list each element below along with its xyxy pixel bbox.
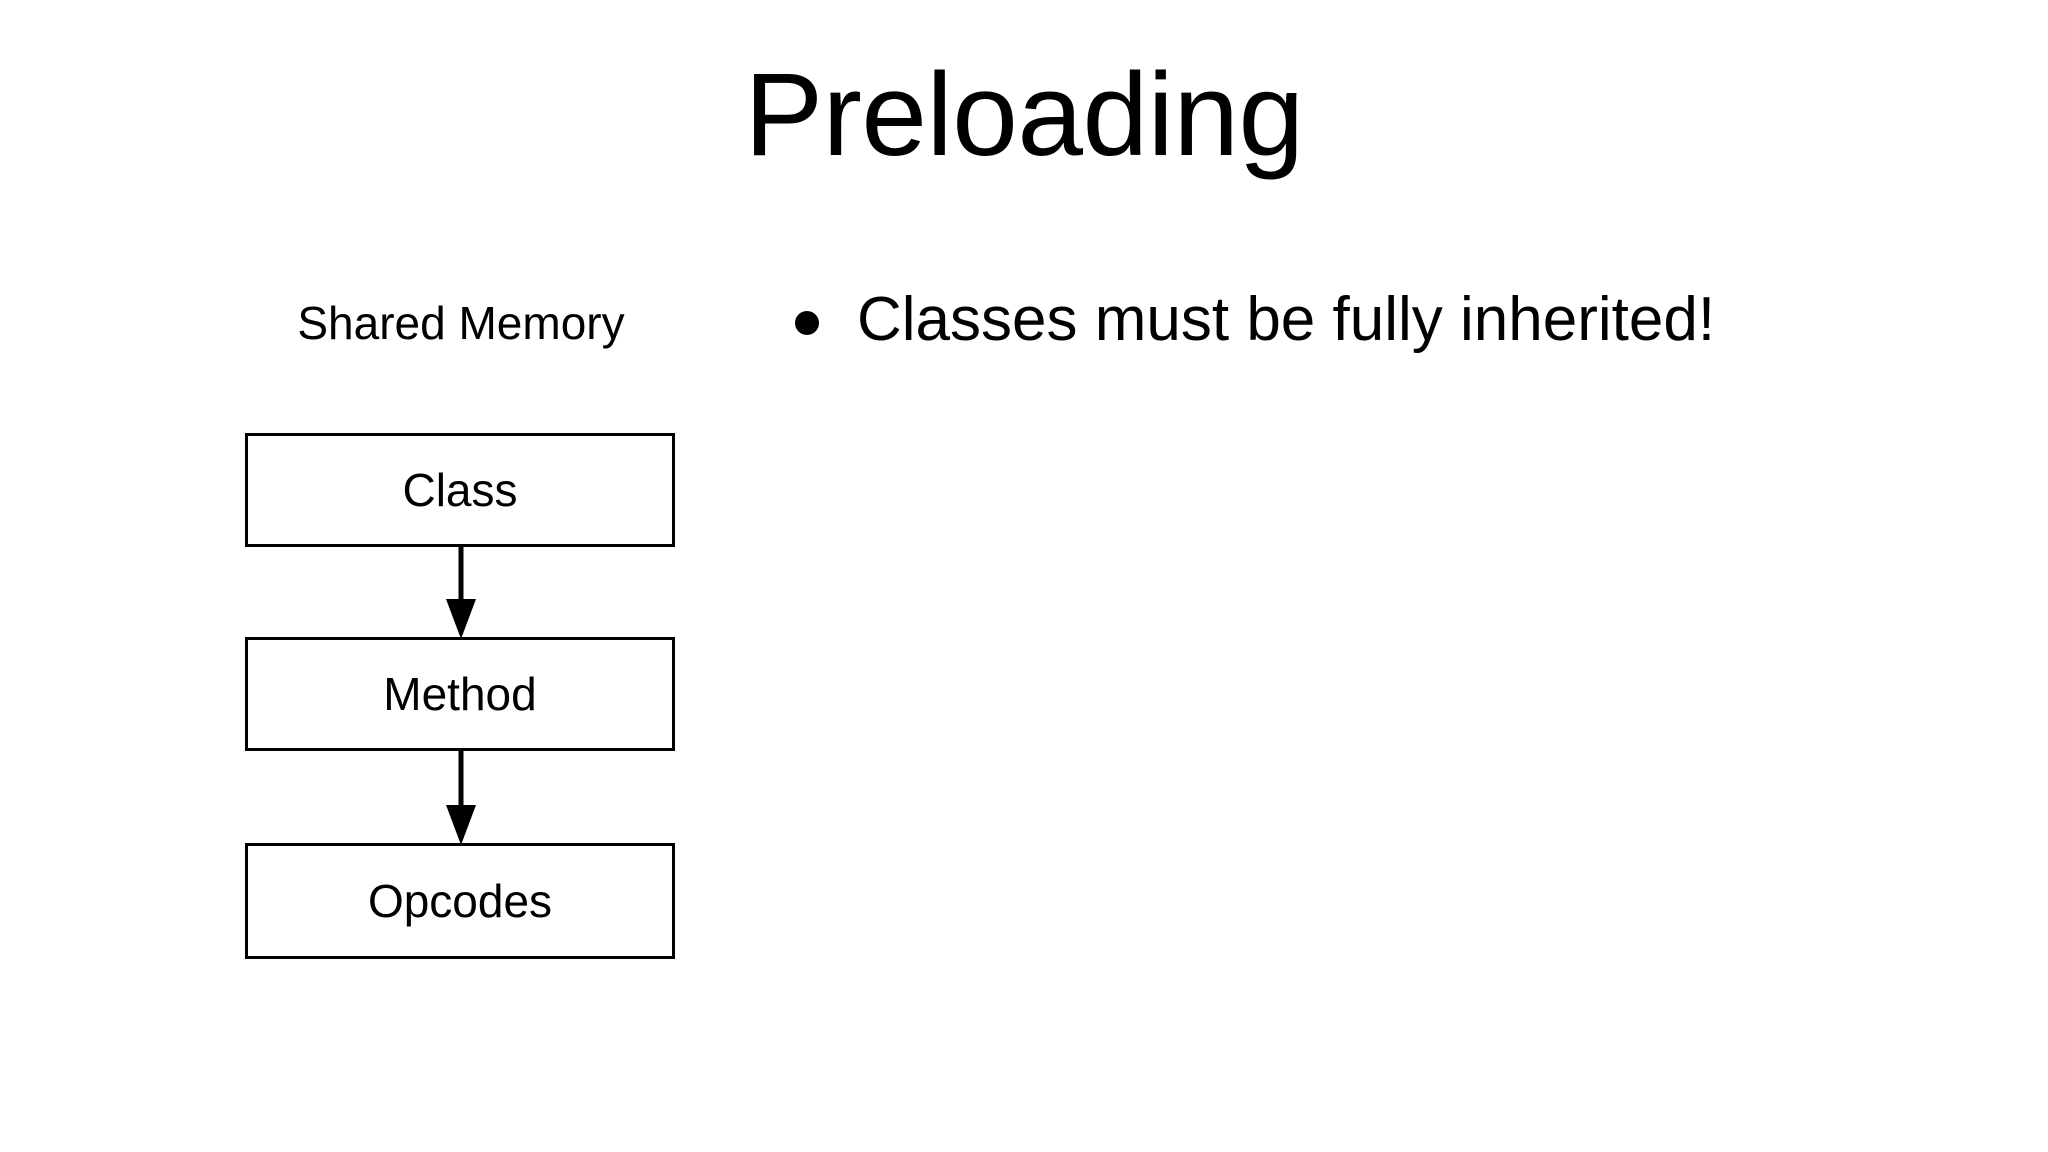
- arrow-down-icon: [446, 545, 476, 639]
- diagram-box-class: Class: [245, 433, 675, 547]
- diagram-box-label: Class: [402, 464, 518, 516]
- page-title: Preloading: [744, 49, 1304, 181]
- list-item: Classes must be fully inherited!: [795, 283, 1995, 357]
- diagram-box-opcodes: Opcodes: [245, 843, 675, 959]
- arrow-down-icon: [446, 749, 476, 845]
- diagram-caption: Shared Memory: [297, 297, 625, 349]
- arrow-method-to-opcodes: [444, 749, 478, 845]
- list-item-label: Classes must be fully inherited!: [857, 285, 1716, 354]
- shared-memory-diagram: Shared Memory Class Method Opcodes: [245, 296, 677, 959]
- arrow-class-to-method: [444, 545, 478, 639]
- diagram-box-method: Method: [245, 637, 675, 751]
- diagram-box-label: Method: [383, 668, 537, 720]
- bullet-dot-icon: [795, 311, 819, 335]
- bullet-list: Classes must be fully inherited!: [795, 283, 1995, 357]
- diagram-box-label: Opcodes: [367, 875, 553, 927]
